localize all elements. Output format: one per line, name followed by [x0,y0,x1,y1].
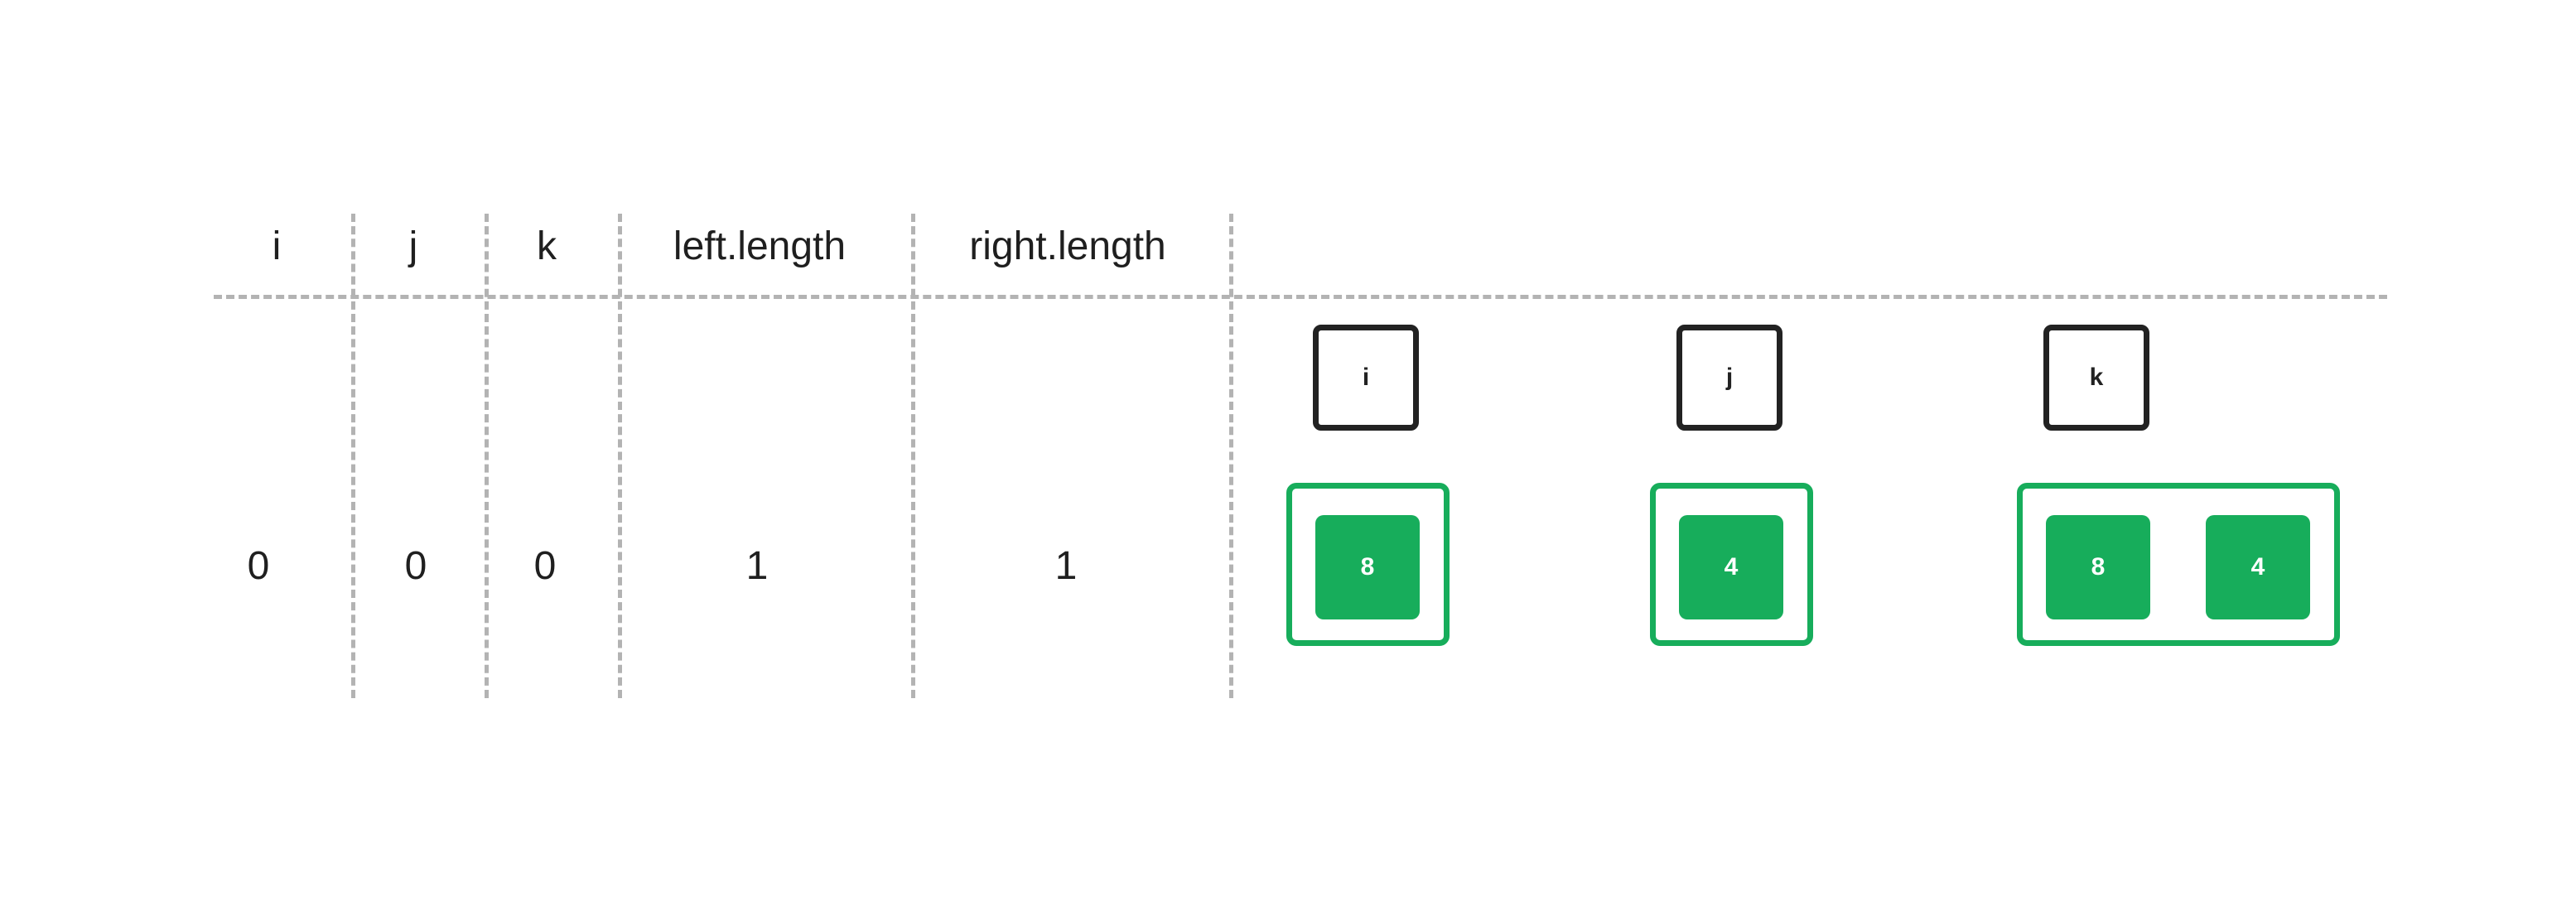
header-right-length: right.length [969,224,1166,268]
header-left-length: left.length [673,224,847,268]
header-j: j [408,224,418,268]
header-i: i [272,224,282,268]
column-divider [911,214,915,698]
value-left-length: 1 [745,544,769,588]
header-divider [214,295,2387,299]
merged-array: 8 4 [2017,483,2340,646]
value-k: 0 [533,544,557,588]
column-divider [485,214,489,698]
right-array: 4 [1650,483,1813,646]
right-array-cell: 4 [1679,515,1783,619]
pointer-j-box: j [1676,325,1782,431]
column-divider [1229,214,1233,698]
merged-array-cell: 8 [2046,515,2150,619]
header-k: k [537,224,557,268]
pointer-k-box: k [2043,325,2149,431]
value-j: 0 [404,544,427,588]
left-array-cell: 8 [1315,515,1420,619]
column-divider [618,214,622,698]
column-divider [351,214,355,698]
value-right-length: 1 [1054,544,1078,588]
left-array: 8 [1286,483,1450,646]
value-i: 0 [247,544,270,588]
pointer-i-box: i [1313,325,1419,431]
merged-array-cell: 4 [2206,515,2310,619]
